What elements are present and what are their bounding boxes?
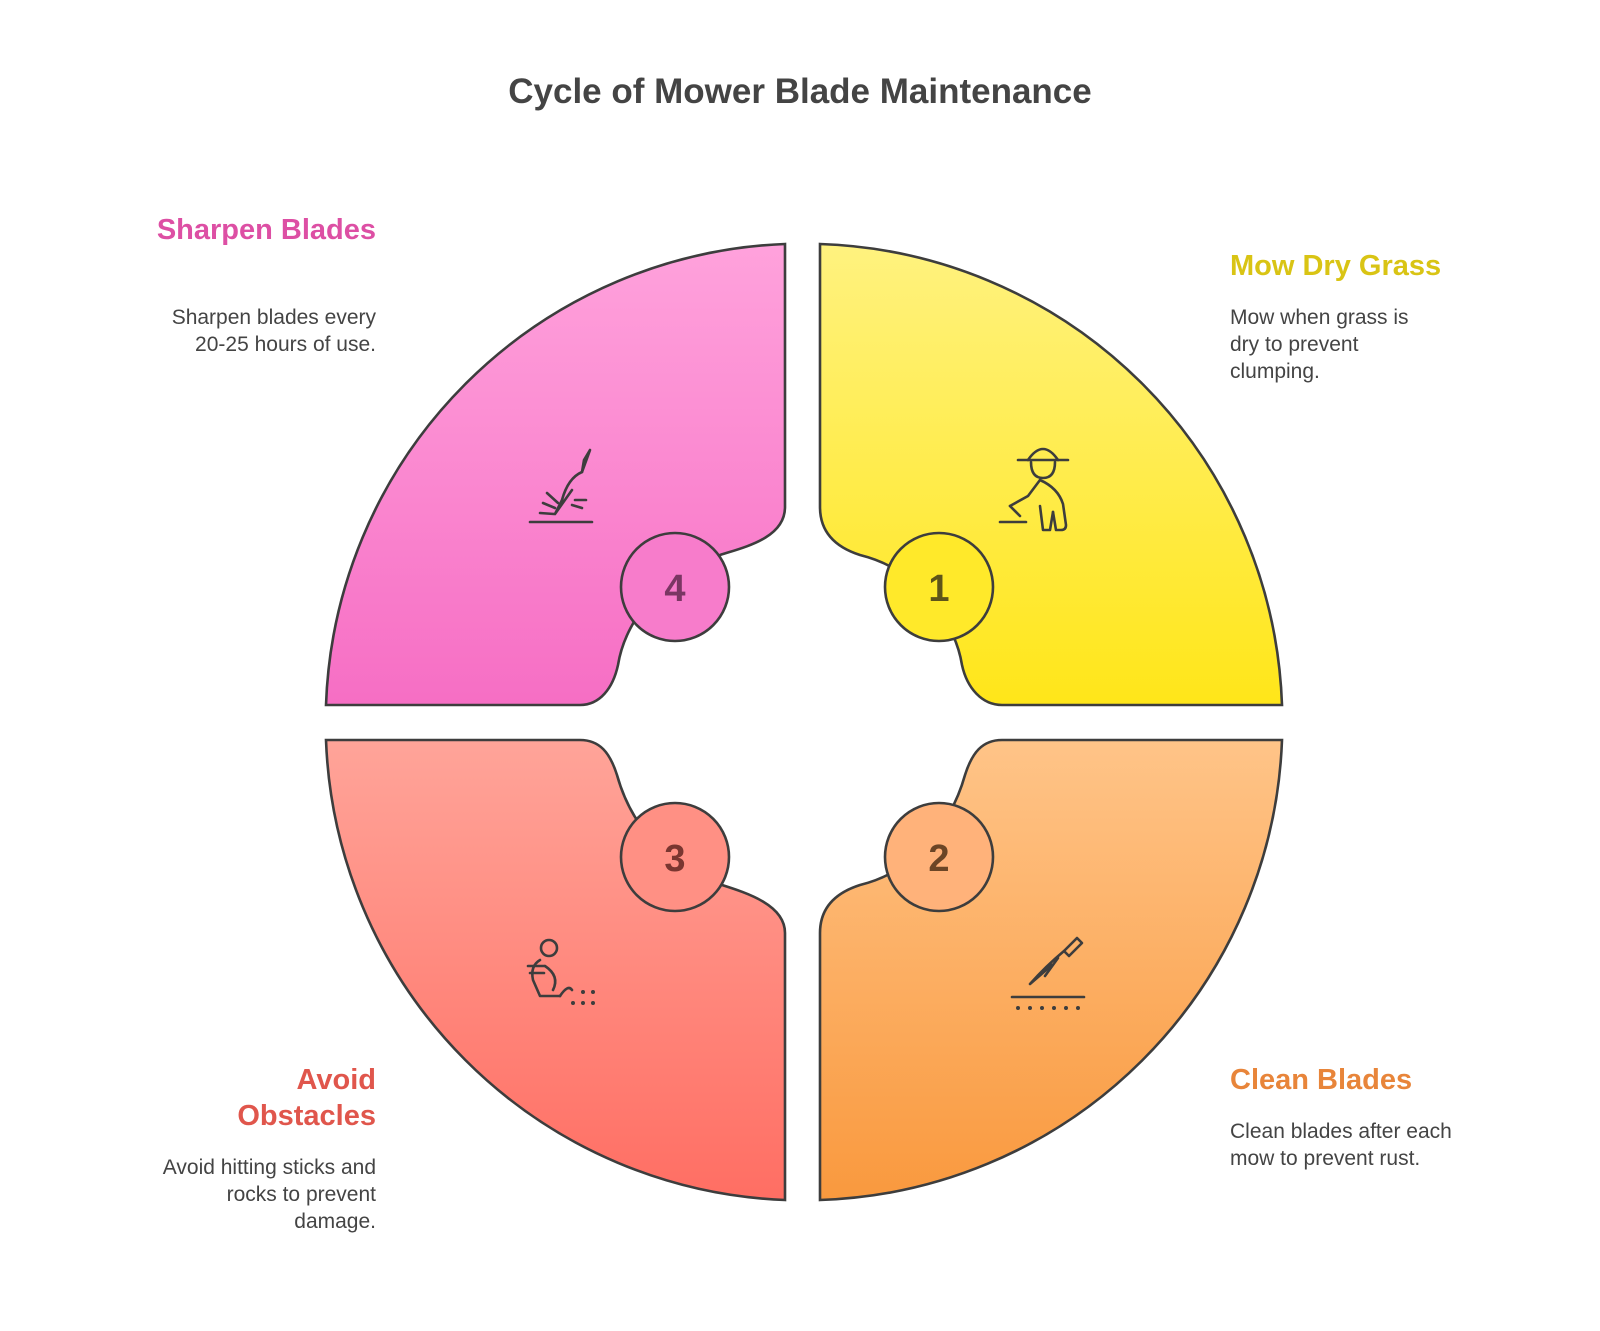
segment-step-4 [324, 242, 787, 707]
diagram-title: Cycle of Mower Blade Maintenance [508, 72, 1092, 111]
segment-step-2 [818, 738, 1284, 1202]
person-avoiding-rocks-icon [526, 938, 595, 1005]
step-1-title: Mow Dry Grass [1230, 250, 1442, 282]
step-1-badge [883, 531, 995, 643]
step-4-badge [619, 531, 731, 643]
blade-sharpening-icon [528, 448, 594, 524]
step-2-title: Clean Blades [1230, 1064, 1413, 1096]
step-1-description: Mow when grass is dry to prevent clumpin… [1230, 306, 1409, 383]
step-2-number: 2 [928, 838, 949, 880]
blade-cleaning-icon [1010, 936, 1086, 1010]
segment-step-3 [324, 738, 787, 1202]
step-2-description: Clean blades after each mow to prevent r… [1230, 1120, 1452, 1170]
person-mowing-icon [998, 447, 1070, 532]
step-4-title: Sharpen Blades [156, 214, 376, 246]
step-3-description: Avoid hitting sticks and rocks to preven… [162, 1156, 376, 1233]
step-3-number: 3 [664, 838, 685, 880]
step-3-title: Avoid Obstacles [237, 1064, 376, 1132]
step-4-description: Sharpen blades every 20-25 hours of use. [171, 306, 376, 356]
step-2-badge [883, 801, 995, 913]
step-1-number: 1 [928, 568, 949, 610]
step-3-badge [619, 801, 731, 913]
step-4-number: 4 [664, 568, 685, 610]
